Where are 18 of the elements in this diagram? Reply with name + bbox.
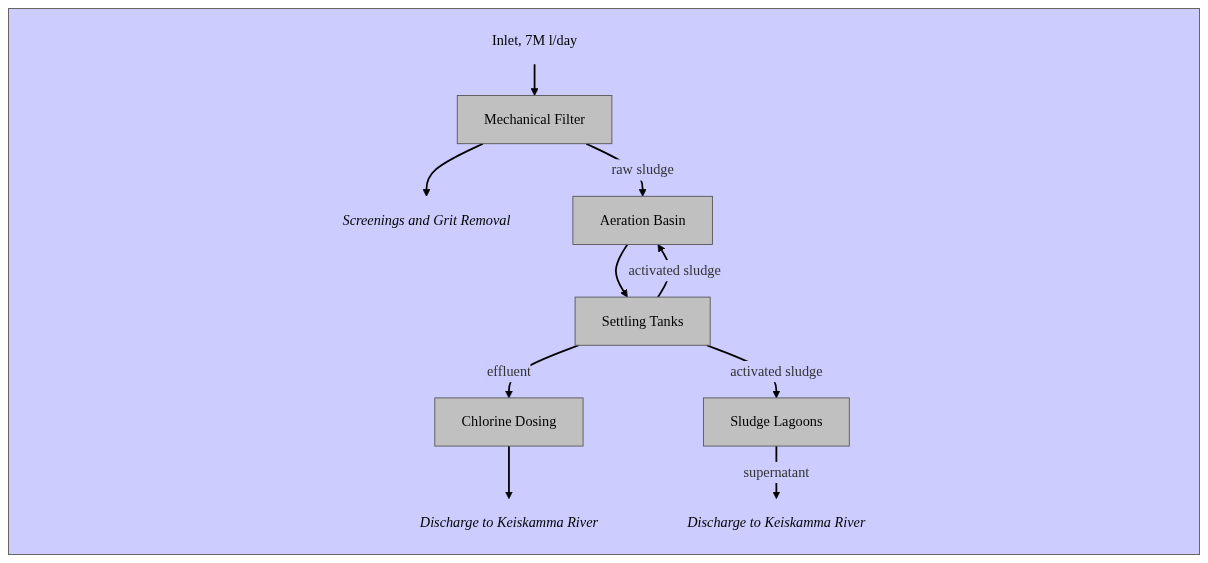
node-text: Screenings and Grit Removal — [342, 212, 511, 228]
node-text: Discharge to Keiskamma River — [419, 514, 599, 530]
edge-label: supernatant — [743, 464, 810, 480]
arrow — [505, 445, 513, 500]
node-box: Settling Tanks — [574, 296, 711, 346]
node-box: Sludge Lagoons — [702, 397, 850, 447]
node-box: Mechanical Filter — [456, 95, 613, 145]
arrow — [530, 63, 539, 96]
node-box: Chlorine Dosing — [434, 397, 584, 447]
edge-label: effluent — [486, 363, 531, 379]
node-text: Inlet, 7M l/day — [491, 32, 578, 48]
arrow — [422, 142, 484, 197]
node-box: Aeration Basin — [572, 195, 713, 245]
edge-label: activated sludge — [628, 262, 721, 278]
edge-label: activated sludge — [730, 363, 823, 379]
node-text: Discharge to Keiskamma River — [687, 514, 866, 530]
arrow — [615, 243, 629, 298]
edge-label: raw sludge — [611, 161, 674, 178]
